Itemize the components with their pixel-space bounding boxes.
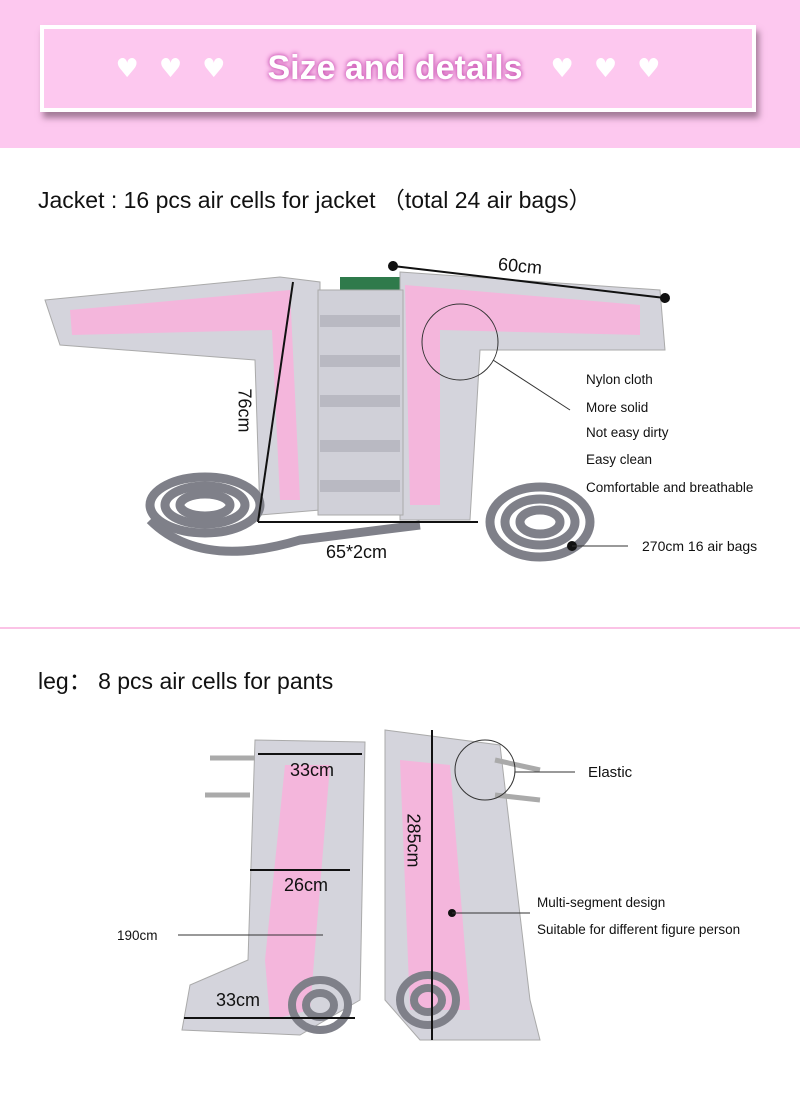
leg-feature: Suitable for different figure person xyxy=(537,922,741,937)
leg-hose-label: 190cm xyxy=(117,928,158,943)
elastic-label: Elastic xyxy=(588,764,633,781)
leg-bottom-width: 33cm xyxy=(216,990,261,1010)
jacket-image xyxy=(44,261,670,562)
section-divider xyxy=(0,627,800,629)
leg-image xyxy=(178,729,575,1041)
header-banner-bg: ♥♥♥ Size and details ♥♥♥ xyxy=(0,0,800,148)
banner-title: Size and details xyxy=(267,49,523,87)
leg-length: 285cm xyxy=(403,813,424,868)
jacket-height-measurement: 76cm xyxy=(234,388,255,433)
leg-mid-width: 26cm xyxy=(284,875,329,895)
feature-item: More solid xyxy=(586,400,649,415)
hearts-right-icon: ♥♥♥ xyxy=(550,53,681,84)
feature-item: Easy clean xyxy=(586,452,653,467)
leg-top-width: 33cm xyxy=(290,760,335,780)
feature-item: Nylon cloth xyxy=(586,372,653,387)
jacket-hose-label: 270cm 16 air bags xyxy=(642,538,758,554)
feature-item: Not easy dirty xyxy=(586,425,669,440)
feature-item: Comfortable and breathable xyxy=(586,480,754,495)
leg-heading: leg： 8 pcs air cells for pants xyxy=(38,668,334,694)
jacket-heading: Jacket : 16 pcs air cells for jacket （to… xyxy=(38,187,592,213)
header-banner: ♥♥♥ Size and details ♥♥♥ xyxy=(40,25,756,112)
hearts-left-icon: ♥♥♥ xyxy=(115,53,246,84)
jacket-sleeve-measurement: 60cm xyxy=(497,254,543,278)
leg-feature: Multi-segment design xyxy=(537,895,666,910)
jacket-width-measurement: 65*2cm xyxy=(326,542,388,562)
